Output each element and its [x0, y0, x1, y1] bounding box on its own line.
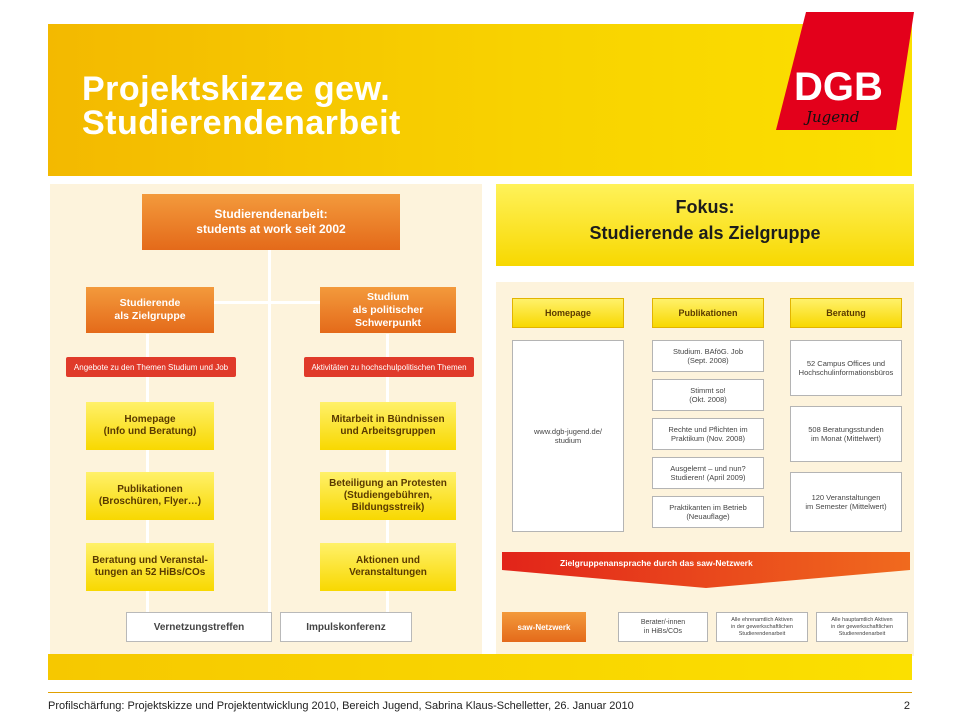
slide-title: Projektskizze gew. Studierendenarbeit: [82, 72, 642, 140]
publication-item: Studium. BAföG. Job(Sept. 2008): [652, 340, 764, 372]
publication-item: Ausgelernt – und nun?Studieren! (April 2…: [652, 457, 764, 489]
col-header-beratung: Beratung: [790, 298, 902, 328]
arrow-band-text: Zielgruppenansprache durch das saw-Netzw…: [560, 558, 753, 568]
saw-network-label: saw-Netzwerk: [502, 612, 586, 642]
network-box-line: Alle ehrenamtlich Aktiven: [731, 616, 793, 623]
publication-line: (Okt. 2008): [689, 395, 727, 404]
network-box-line: in HiBs/COs: [643, 628, 683, 635]
connector: [268, 250, 271, 302]
item-line: (Studiengebühren,: [343, 490, 433, 501]
publication-line: Praktikanten im Betrieb: [669, 503, 747, 512]
network-box-line: in der gewerkschaftlichen: [730, 623, 794, 630]
branch-right-line2: als politischer Schwerpunkt: [352, 303, 424, 329]
item-line: (Info und Beratung): [103, 426, 197, 437]
beratung-line: 52 Campus Offices und: [806, 359, 886, 368]
bottom-band: [48, 654, 912, 680]
col-header-publikationen: Publikationen: [652, 298, 764, 328]
homepage-url-box: www.dgb-jugend.de/studium: [512, 340, 624, 532]
publication-line: Praktikum (Nov. 2008): [670, 434, 746, 443]
logo-script-text: Jugend: [803, 108, 859, 126]
network-box-line: Studierendenarbeit: [738, 630, 786, 637]
publication-line: Studium. BAföG. Job: [672, 347, 744, 356]
item-homepage: Homepage(Info und Beratung): [86, 402, 214, 450]
network-box-line: in der gewerkschaftlichen: [830, 623, 894, 630]
network-box-line: Studierendenarbeit: [838, 630, 886, 637]
item-line: (Broschüren, Flyer…): [98, 496, 202, 507]
branch-right-line1: Studium: [367, 290, 409, 303]
item-line: Beteiligung an Protesten: [329, 478, 447, 489]
item-line: tungen an 52 HiBs/COs: [94, 567, 206, 578]
network-box-line: Alle hauptamtlich Aktiven: [831, 616, 893, 623]
branch-left-line2: als Zielgruppe: [114, 310, 186, 322]
slide-title-line1: Projektskizze gew.: [82, 70, 391, 108]
network-box-line: Berater/-innen: [640, 619, 686, 626]
publication-line: (Neuauflage): [686, 512, 730, 521]
connector: [268, 302, 271, 612]
logo-graphic: DGB Jugend: [776, 12, 914, 130]
publication-line: (Sept. 2008): [687, 356, 729, 365]
beratung-line: 120 Veranstaltungen: [811, 493, 881, 502]
bar-aktivitaeten: Aktivitäten zu hochschulpolitischen Them…: [304, 357, 474, 377]
title-banner: [48, 24, 912, 176]
fokus-line2: Studierende als Zielgruppe: [589, 223, 821, 243]
box-impulskonferenz: Impulskonferenz: [280, 612, 412, 642]
connector: [146, 301, 406, 304]
dgb-jugend-logo: DGB Jugend: [776, 12, 916, 132]
publication-line: Rechte und Pflichten im: [668, 425, 748, 434]
item-line: Mitarbeit in Bündnissen: [331, 414, 445, 425]
network-arrow-band: [502, 552, 910, 588]
item-line: Beratung und Veranstal-: [92, 555, 208, 566]
beratung-line: im Monat (Mittelwert): [810, 434, 881, 443]
publication-line: Stimmt so!: [690, 386, 726, 395]
publication-item: Stimmt so!(Okt. 2008): [652, 379, 764, 411]
publication-line: Ausgelernt – und nun?: [670, 464, 746, 473]
beratung-line: Hochschulinformationsbüros: [798, 368, 894, 377]
network-box: Berater/-innen in HiBs/COs: [618, 612, 708, 642]
branch-left-line1: Studierende: [119, 297, 181, 309]
publication-item: Praktikanten im Betrieb(Neuauflage): [652, 496, 764, 528]
beratung-line: im Semester (Mittelwert): [805, 502, 887, 511]
beratung-line: 508 Beratungsstunden: [808, 425, 884, 434]
item-line: Veranstaltungen: [349, 567, 427, 578]
bar-angebote: Angebote zu den Themen Studium und Job: [66, 357, 236, 377]
fokus-box: Fokus: Studierende als Zielgruppe: [496, 184, 914, 266]
box-vernetzungstreffen: Vernetzungstreffen: [126, 612, 272, 642]
item-line: Bildungsstreik): [351, 502, 425, 513]
item-beratung: Beratung und Veranstal-tungen an 52 HiBs…: [86, 543, 214, 591]
top-box-line1: Studierendenarbeit:: [214, 207, 328, 221]
fokus-line1: Fokus:: [675, 197, 735, 217]
slide-title-line2: Studierendenarbeit: [82, 104, 401, 142]
item-line: und Arbeitsgruppen: [340, 426, 436, 437]
item-proteste: Beteiligung an Protesten(Studiengebühren…: [320, 472, 456, 520]
col-header-homepage: Homepage: [512, 298, 624, 328]
page-number: 2: [903, 700, 910, 712]
publication-line: Studieren! (April 2009): [670, 473, 746, 482]
footer-divider: [48, 692, 912, 693]
top-box-studierendenarbeit: Studierendenarbeit:students at work seit…: [142, 194, 400, 250]
item-line: Aktionen und: [356, 555, 420, 566]
logo-text: DGB: [794, 65, 883, 109]
top-box-line2: students at work seit 2002: [196, 222, 346, 236]
item-line: Publikationen: [117, 484, 183, 495]
item-line: Homepage: [124, 414, 176, 425]
homepage-url-line1: www.dgb-jugend.de/: [534, 427, 602, 436]
item-publikationen: Publikationen(Broschüren, Flyer…): [86, 472, 214, 520]
footer-text: Profilschärfung: Projektskizze und Proje…: [48, 700, 634, 712]
homepage-url-line2: studium: [554, 436, 582, 445]
